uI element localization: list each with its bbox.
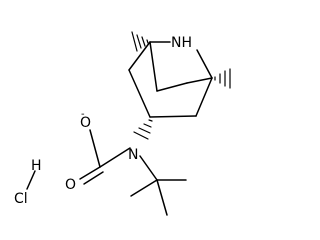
bond-carbonyl-c-o-minus bbox=[89, 129, 101, 168]
amine-nh-label: NH bbox=[171, 35, 192, 51]
bond-carbonyl-double-2 bbox=[83, 171, 104, 185]
bond-c7-c6 bbox=[156, 82, 188, 92]
bond-bridgehead1-c7 bbox=[149, 41, 158, 92]
hashed-wedge-h1 bbox=[131, 31, 149, 52]
negative-charge-label: - bbox=[81, 109, 85, 120]
carbonyl-o-label: O bbox=[65, 177, 76, 193]
bicyclic-skeleton bbox=[128, 41, 213, 118]
hashed-wedge-c3-n bbox=[133, 119, 153, 140]
hydrogen-label: H bbox=[31, 158, 42, 174]
bond-n-carbonyl-c bbox=[99, 147, 131, 168]
carbamate-n-label: N bbox=[128, 147, 138, 163]
hashed-wedge-h5 bbox=[214, 68, 231, 89]
chemical-structure: NH N O O - H Cl bbox=[14, 31, 231, 216]
carbamate-group bbox=[79, 129, 187, 216]
bond-c3-c4 bbox=[149, 115, 197, 118]
alkoxide-o-label: O bbox=[80, 115, 91, 131]
chlorine-label: Cl bbox=[14, 191, 28, 207]
bond-tert-methyl-bottom bbox=[156, 179, 168, 216]
bond-c4-bridgehead5 bbox=[195, 77, 213, 117]
bond-n-tert-carbon bbox=[139, 155, 158, 181]
bond-nh-bridgehead5 bbox=[196, 49, 213, 79]
bond-tert-methyl-left bbox=[130, 179, 158, 197]
bond-c2-c3 bbox=[128, 69, 151, 118]
bond-c6-bridgehead5 bbox=[186, 77, 213, 84]
bond-h-cl bbox=[26, 170, 36, 190]
bond-bridgehead1-c2 bbox=[128, 41, 151, 71]
bond-carbonyl-double-1 bbox=[79, 166, 101, 180]
